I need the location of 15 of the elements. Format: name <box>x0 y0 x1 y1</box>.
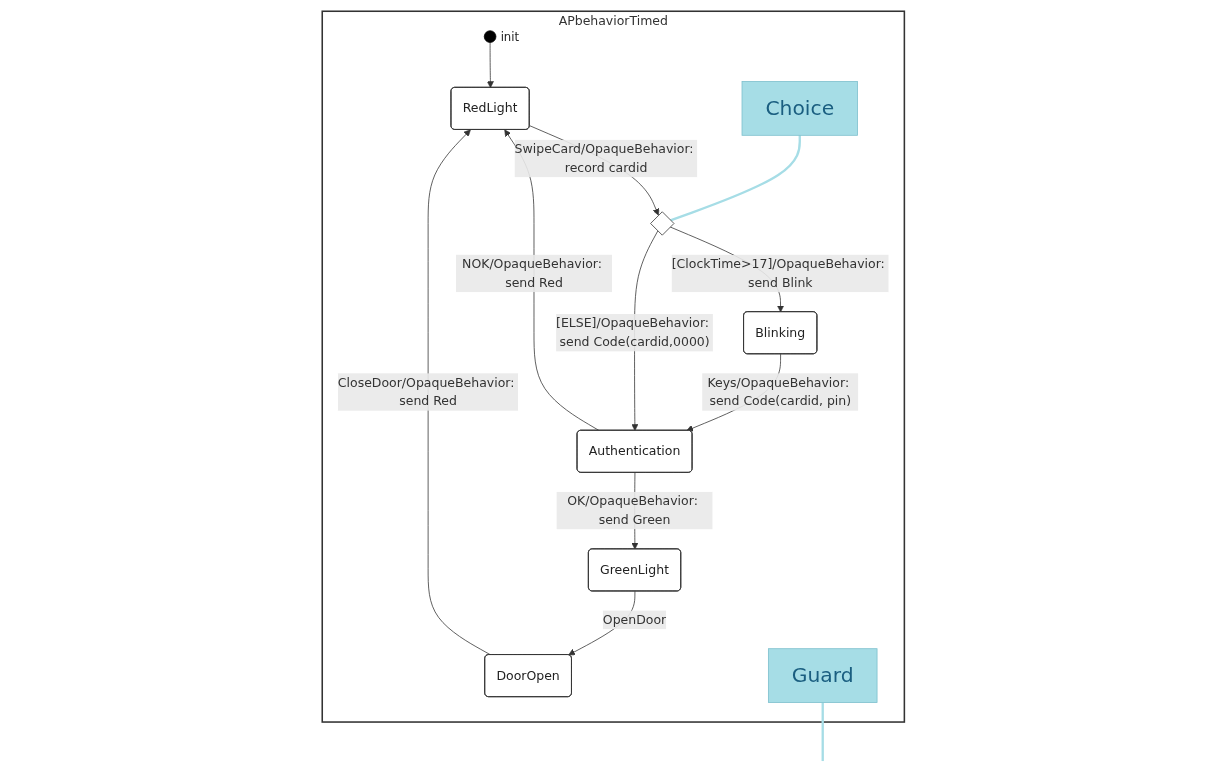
connector <box>821 702 825 762</box>
edge-label: NOK/OpaqueBehavior: send Red <box>462 256 603 290</box>
edge-label: Keys/OpaqueBehavior: send Code(cardid, pin) <box>707 374 852 409</box>
node-diamond <box>650 211 675 236</box>
node-box: Choice <box>741 81 859 136</box>
edge-label: SwipeCard/OpaqueBehavior: record cardid <box>514 141 694 175</box>
state-name: init <box>500 29 520 44</box>
edge-label: [ClockTime>17]/OpaqueBehavior: send Blink <box>671 256 885 290</box>
node-box: Guard <box>768 648 878 703</box>
edge-label: [ELSE]/OpaqueBehavior: send Code(cardid,0000) <box>556 315 710 350</box>
edge-label: OK/OpaqueBehavior: send Green <box>567 493 699 527</box>
edge-label: CloseDoor/OpaqueBehavior: send Red <box>338 374 515 409</box>
edge-label: OpenDoor <box>603 612 667 627</box>
connector <box>670 135 802 222</box>
node-circle <box>484 30 497 43</box>
